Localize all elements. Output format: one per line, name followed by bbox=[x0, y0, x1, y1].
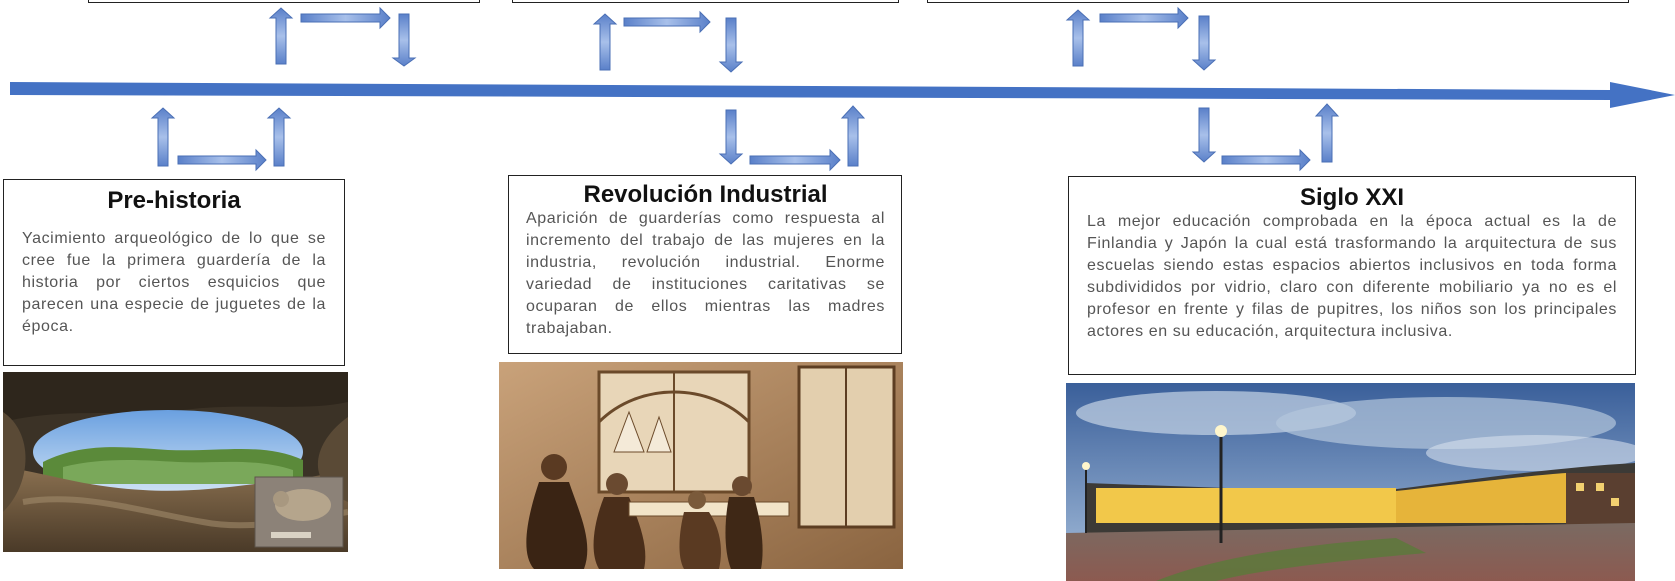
cave-photo bbox=[3, 372, 348, 552]
event-description: La mejor educación comprobada en la époc… bbox=[1087, 213, 1617, 340]
connector-below-1 bbox=[150, 107, 292, 172]
event-title: Siglo XXI bbox=[1299, 184, 1404, 211]
connector-above-3 bbox=[1065, 6, 1217, 71]
top-box-2 bbox=[512, 0, 899, 3]
event-description: Yacimiento arqueológico de lo que se cre… bbox=[22, 230, 326, 335]
connector-above-2 bbox=[592, 10, 744, 73]
connector-above-1 bbox=[268, 6, 417, 67]
event-title: Revolución Industrial bbox=[583, 181, 828, 208]
top-box-3 bbox=[927, 0, 1629, 3]
timeline-axis bbox=[10, 82, 1675, 108]
event-card-revolucion-industrial: Revolución Industrial Aparición de guard… bbox=[508, 175, 902, 354]
connector-below-2 bbox=[718, 105, 866, 172]
top-box-1 bbox=[88, 0, 480, 3]
event-description: Aparición de guarderías como respuesta a… bbox=[526, 210, 885, 337]
connector-below-3 bbox=[1191, 103, 1340, 172]
school-photo bbox=[1066, 383, 1635, 581]
event-card-siglo-xxi: Siglo XXI La mejor educación comprobada … bbox=[1068, 176, 1636, 375]
engraving-photo bbox=[499, 362, 903, 569]
event-title: Pre-historia bbox=[107, 187, 241, 214]
event-card-prehistoria: Pre-historia Yacimiento arqueológico de … bbox=[3, 179, 345, 366]
